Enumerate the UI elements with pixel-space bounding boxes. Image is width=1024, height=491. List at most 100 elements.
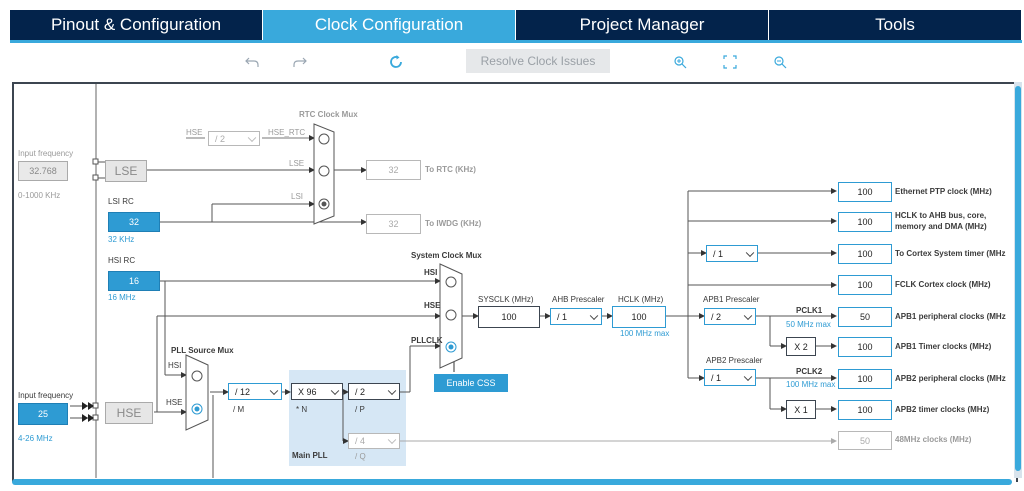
system-clock-mux-title: System Clock Mux [411, 251, 482, 260]
lse-input-freq-range: 0-1000 KHz [18, 191, 61, 200]
lsi-value: 32 [108, 212, 160, 232]
sys-mux-hse-label: HSE [424, 301, 441, 310]
chevron-down-icon [387, 435, 397, 445]
output-hclk-ahb-label: HCLK to AHB bus, core, [895, 211, 987, 220]
pll-p-select[interactable]: / 2 [348, 383, 400, 400]
output-fclk-value[interactable]: 100 [838, 275, 892, 295]
sys-mux-hsi-label: HSI [424, 268, 438, 277]
cortex-timer-divider-select[interactable]: / 1 [706, 245, 758, 262]
rtc-hse-label: HSE [186, 128, 203, 137]
output-apb1-peripheral-value[interactable]: 50 [838, 307, 892, 327]
apb1-prescaler-label: APB1 Prescaler [703, 295, 760, 304]
chevron-down-icon [743, 372, 753, 381]
pll-p-label: / P [355, 405, 365, 414]
enable-css-button[interactable]: Enable CSS [434, 374, 508, 392]
zoom-out-icon[interactable] [770, 52, 790, 72]
pll-m-label: / M [233, 405, 245, 414]
sysclk-label: SYSCLK (MHz) [478, 295, 534, 304]
output-apb2-timer-value[interactable]: 100 [838, 400, 892, 420]
iwdg-output-value: 32 [366, 214, 421, 234]
ahb-prescaler-label: AHB Prescaler [552, 295, 605, 304]
apb2-prescaler-select[interactable]: / 1 [704, 369, 756, 386]
apb2-prescaler-label: APB2 Prescaler [706, 356, 763, 365]
undo-icon[interactable] [242, 52, 262, 72]
tab-tools[interactable]: Tools [769, 10, 1022, 40]
horizontal-scrollbar[interactable] [12, 479, 1012, 485]
vertical-scrollbar-thumb[interactable] [1015, 86, 1021, 471]
chevron-down-icon [387, 386, 397, 395]
ahb-prescaler-value: / 1 [557, 311, 568, 322]
tab-clock-configuration[interactable]: Clock Configuration [263, 10, 516, 40]
iwdg-output-label: To IWDG (KHz) [425, 219, 482, 228]
tab-pinout-configuration[interactable]: Pinout & Configuration [10, 10, 263, 40]
pll-m-value: / 12 [235, 386, 251, 397]
output-apb1-peripheral-label: APB1 peripheral clocks (MHz [895, 312, 1006, 321]
hse-input-freq-field[interactable]: 25 [18, 403, 68, 425]
hclk-label: HCLK (MHz) [618, 295, 664, 304]
pclk1-label: PCLK1 [796, 306, 823, 315]
redo-icon[interactable] [290, 52, 310, 72]
hsi-value: 16 [108, 271, 160, 291]
hclk-field[interactable]: 100 [612, 306, 666, 328]
lsi-unit: 32 KHz [108, 235, 135, 244]
sys-mux-pllclk-label: PLLCLK [411, 336, 443, 345]
output-apb2-peripheral-value[interactable]: 100 [838, 369, 892, 389]
pll-q-label: / Q [355, 452, 366, 461]
output-hclk-ahb-label-2: memory and DMA (MHz) [895, 222, 987, 231]
refresh-icon[interactable] [386, 52, 406, 72]
pll-n-label: * N [296, 405, 308, 414]
apb2-prescaler-value: / 1 [711, 372, 722, 383]
chevron-down-icon [743, 311, 753, 320]
hse-oscillator[interactable]: HSE [105, 402, 153, 424]
output-fclk-label: FCLK Cortex clock (MHz) [895, 280, 991, 289]
pclk1-max-label: 50 MHz max [786, 320, 831, 329]
output-apb2-timer-label: APB2 timer clocks (MHz) [895, 405, 990, 414]
pll-q-select[interactable]: / 4 [348, 433, 400, 449]
main-tab-bar: Pinout & Configuration Clock Configurati… [10, 10, 1022, 40]
apb1-prescaler-value: / 2 [711, 311, 722, 322]
rtc-output-value: 32 [366, 160, 421, 180]
zoom-in-icon[interactable] [670, 52, 690, 72]
chevron-down-icon [330, 386, 340, 395]
main-pll-title: Main PLL [292, 451, 328, 460]
output-48mhz-value[interactable]: 50 [838, 431, 892, 450]
cortex-timer-divider-value: / 1 [713, 248, 724, 259]
pll-q-value: / 4 [355, 436, 366, 446]
rtc-mux-title: RTC Clock Mux [299, 110, 358, 119]
pll-n-select[interactable]: X 96 [291, 383, 343, 400]
pll-m-select[interactable]: / 12 [228, 383, 282, 400]
lsi-title: LSI RC [108, 197, 134, 206]
apb1-timer-multiplier: X 2 [786, 337, 816, 356]
output-48mhz-label: 48MHz clocks (MHz) [895, 435, 972, 444]
hse-input-freq-label: Input frequency [18, 391, 74, 400]
tab-underline [10, 40, 1022, 43]
resolve-clock-issues-button[interactable]: Resolve Clock Issues [466, 49, 610, 73]
output-ethernet-ptp-value[interactable]: 100 [838, 182, 892, 202]
hse-rtc-divider-select[interactable]: / 2 [208, 131, 260, 146]
pclk2-max-label: 100 MHz max [786, 380, 836, 389]
ahb-prescaler-select[interactable]: / 1 [550, 308, 602, 325]
output-apb1-timer-label: APB1 Timer clocks (MHz) [895, 342, 992, 351]
apb1-prescaler-select[interactable]: / 2 [704, 308, 756, 325]
hse-input-freq-range: 4-26 MHz [18, 434, 53, 443]
hse-rtc-divider-value: / 2 [215, 133, 226, 144]
hclk-max-label: 100 MHz max [620, 329, 670, 338]
output-apb2-peripheral-label: APB2 peripheral clocks (MHz [895, 374, 1006, 383]
pll-source-mux-title: PLL Source Mux [171, 346, 234, 355]
output-hclk-ahb-value[interactable]: 100 [838, 212, 892, 232]
rtc-hse-rtc-label: HSE_RTC [268, 128, 306, 137]
pll-p-value: / 2 [355, 386, 366, 397]
pll-source-hse-label: HSE [166, 398, 183, 407]
chevron-down-icon [269, 386, 279, 395]
apb2-timer-multiplier: X 1 [786, 400, 816, 419]
output-cortex-timer-value[interactable]: 100 [838, 244, 892, 264]
lse-oscillator[interactable]: LSE [105, 160, 147, 182]
vertical-scrollbar[interactable] [1014, 82, 1022, 478]
tab-project-manager[interactable]: Project Manager [516, 10, 769, 40]
pll-source-hsi-label: HSI [168, 361, 182, 370]
lse-input-freq-field[interactable]: 32.768 [18, 161, 68, 181]
output-apb1-timer-value[interactable]: 100 [838, 337, 892, 357]
hsi-unit: 16 MHz [108, 293, 136, 302]
fit-screen-icon[interactable] [720, 52, 740, 72]
